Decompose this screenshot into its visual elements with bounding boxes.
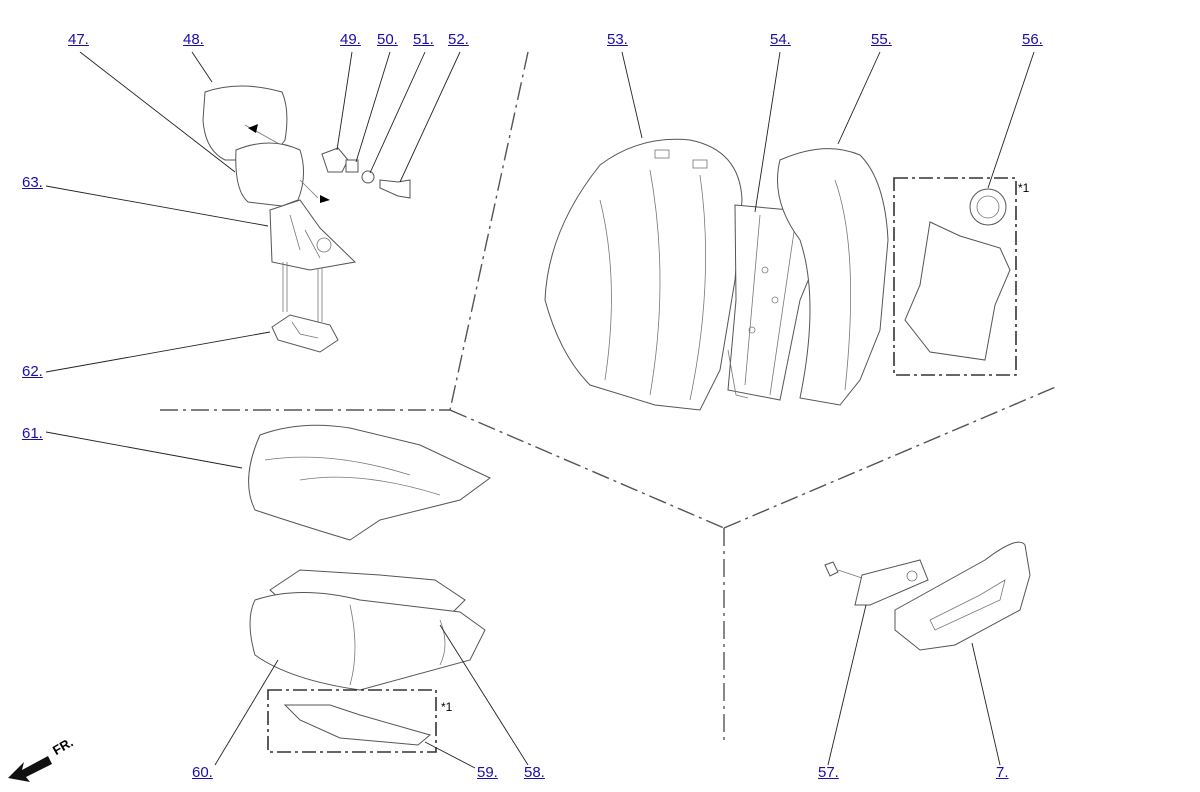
cushion-board: [267, 689, 437, 753]
seat-cushion-cover: [248, 424, 491, 541]
callout-57[interactable]: 57.: [818, 764, 839, 781]
note-star-1-cushion: *1: [441, 700, 453, 714]
front-direction-arrow: [8, 756, 52, 782]
callout-60[interactable]: 60.: [192, 764, 213, 781]
callout-51[interactable]: 51.: [413, 31, 434, 48]
seatback-pad: [777, 148, 889, 406]
side-cover-assembly: [824, 541, 1031, 651]
callout-52[interactable]: 52.: [448, 31, 469, 48]
callout-56[interactable]: 56.: [1022, 31, 1043, 48]
callout-58[interactable]: 58.: [524, 764, 545, 781]
leader-lines: [45, 51, 1035, 769]
callout-7[interactable]: 7.: [996, 764, 1009, 781]
note-star-1-backboard: *1: [1018, 181, 1030, 195]
callout-49[interactable]: 49.: [340, 31, 361, 48]
callout-47[interactable]: 47.: [68, 31, 89, 48]
headrest-assembly: [202, 85, 357, 353]
callout-50[interactable]: 50.: [377, 31, 398, 48]
seat-cushion-pad: [249, 592, 486, 691]
seatback-cover: [544, 138, 743, 411]
callout-63[interactable]: 63.: [22, 174, 43, 191]
callout-53[interactable]: 53.: [607, 31, 628, 48]
seatback-board: [893, 177, 1017, 376]
callout-61[interactable]: 61.: [22, 425, 43, 442]
callout-62[interactable]: 62.: [22, 363, 43, 380]
callout-59[interactable]: 59.: [477, 764, 498, 781]
section-dividers: [160, 51, 1059, 742]
callout-55[interactable]: 55.: [871, 31, 892, 48]
fastener-set: [321, 147, 411, 199]
callout-48[interactable]: 48.: [183, 31, 204, 48]
callout-54[interactable]: 54.: [770, 31, 791, 48]
